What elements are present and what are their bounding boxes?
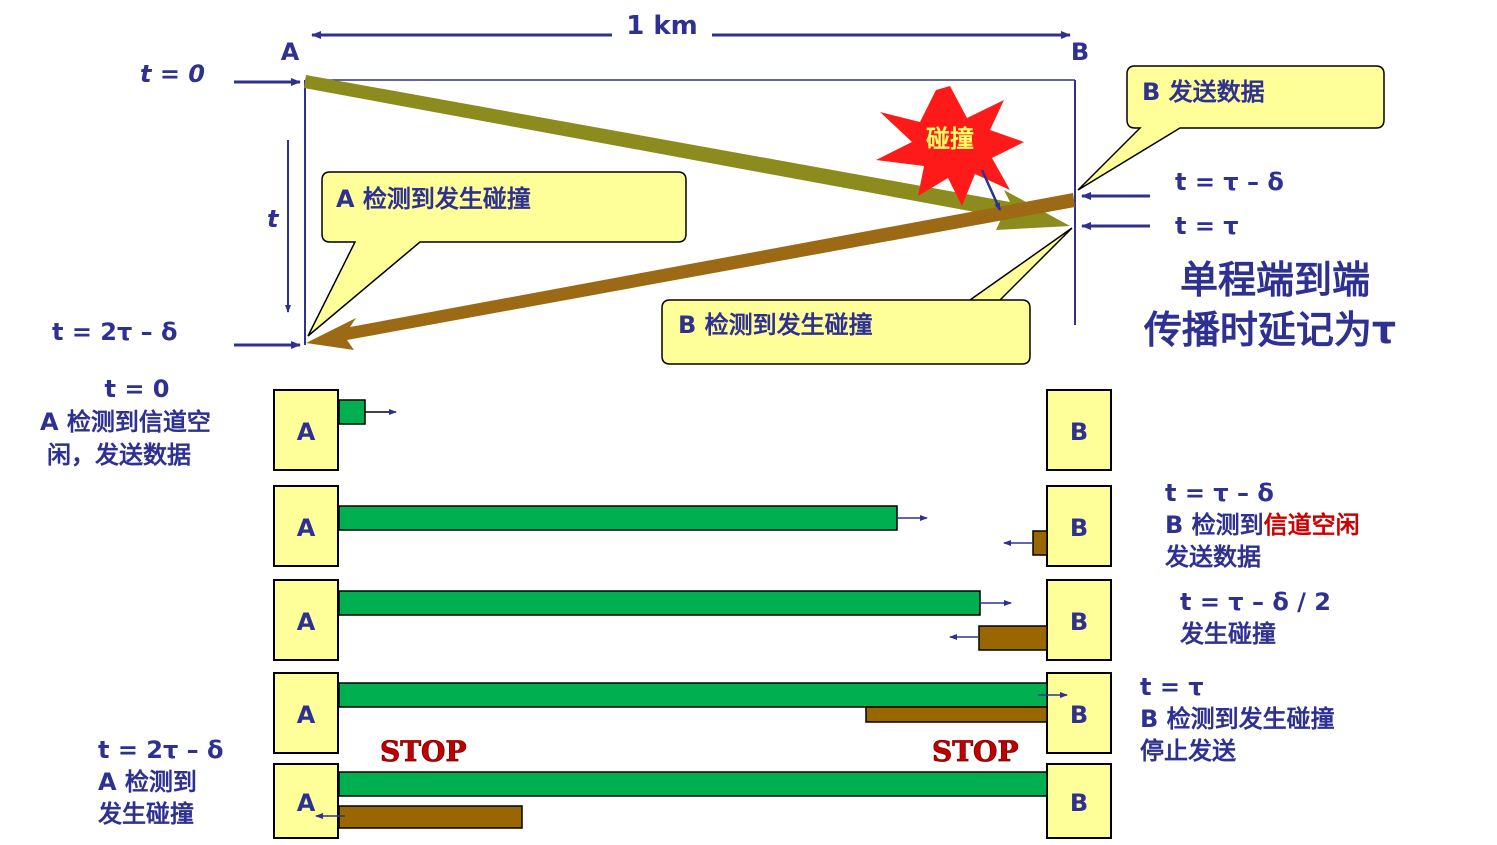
collision-pointer-arrow: [980, 169, 1002, 211]
a-frame: [338, 771, 1048, 797]
b-frame: [865, 706, 1048, 723]
a-frame: [338, 399, 366, 425]
stop-label-right: STOP: [932, 735, 1019, 768]
s4-time: t = τ: [1140, 673, 1204, 701]
station-a-box: [273, 579, 339, 661]
a-frame: [338, 590, 981, 616]
stage-4: A B: [273, 672, 1112, 754]
station-a-label: A: [297, 701, 316, 729]
propagation-note-line2: 传播时延记为τ: [1143, 308, 1396, 352]
station-a-label: A: [297, 789, 316, 817]
s2-line2: 发送数据: [1164, 543, 1261, 571]
s3-line1: 发生碰撞: [1179, 620, 1276, 648]
station-b-box: [1046, 389, 1112, 471]
station-a-box: [273, 389, 339, 471]
annotations: t = 0 A 检测到信道空 闲，发送数据 t = τ – δ B 检测到信道空…: [40, 375, 1360, 828]
callout-b-detects-text: B 检测到发生碰撞: [678, 311, 873, 339]
b-frame: [338, 805, 523, 829]
t-2tau-label: t = 2τ – δ: [52, 318, 178, 346]
station-b-box: [1046, 579, 1112, 661]
stage-1: A B: [273, 389, 1112, 471]
callout-b-sends: [1077, 65, 1385, 191]
a-frame: [338, 505, 898, 531]
stage-5: A B: [273, 763, 1112, 839]
callout-a-detects-text: A 检测到发生碰撞: [336, 185, 531, 213]
station-b-label: B: [1070, 701, 1088, 729]
s1-line2: 闲，发送数据: [47, 441, 191, 469]
station-a-label: A: [297, 514, 316, 542]
station-b-label: B: [1070, 789, 1088, 817]
b-frame: [1032, 530, 1048, 556]
s1-line1: A 检测到信道空: [40, 408, 211, 436]
b-signal-arrow: [306, 193, 1075, 350]
t-tau-label: t = τ: [1175, 212, 1239, 240]
station-a-label: A: [297, 418, 316, 446]
callout-b-sends-text: B 发送数据: [1142, 78, 1265, 106]
station-b-label: B: [1070, 418, 1088, 446]
stop-label-left: STOP: [380, 735, 467, 768]
station-a-box: [273, 485, 339, 567]
a-signal-arrow: [304, 75, 1070, 230]
station-a-box: [273, 672, 339, 754]
callout-a-detects: [307, 171, 687, 337]
s5-time: t = 2τ – δ: [98, 736, 224, 764]
s2-time: t = τ – δ: [1165, 479, 1274, 507]
propagation-note-line1: 单程端到端: [1180, 258, 1370, 302]
s3-time: t = τ – δ / 2: [1180, 588, 1331, 616]
station-b-label: B: [1070, 608, 1088, 636]
a-frame: [338, 682, 1048, 708]
station-b-box: [1046, 763, 1112, 839]
stage-2: A B: [273, 485, 1112, 567]
stage-3: A B: [273, 579, 1112, 661]
station-b-box: [1046, 672, 1112, 754]
station-a-box: [273, 763, 339, 839]
collision-label: 碰撞: [926, 125, 974, 153]
b-frame: [978, 625, 1048, 651]
stages: A B A B A B: [273, 389, 1112, 839]
s4-line2: 停止发送: [1140, 737, 1237, 765]
station-a-label: A: [297, 608, 316, 636]
s2-line1: B 检测到信道空闲: [1165, 511, 1360, 539]
node-b-label: B: [1071, 38, 1089, 66]
s1-time: t = 0: [105, 375, 170, 403]
s2-line1-highlight: 信道空闲: [1264, 511, 1360, 539]
node-a-label: A: [281, 38, 300, 66]
s4-line1: B 检测到发生碰撞: [1140, 705, 1335, 733]
station-b-label: B: [1070, 514, 1088, 542]
s2-line1-prefix: B 检测到: [1165, 511, 1264, 539]
callout-b-detects: [661, 227, 1073, 365]
distance-label: 1 km: [626, 11, 698, 41]
s5-line1: A 检测到: [98, 768, 197, 796]
t-tau-delta-label: t = τ – δ: [1175, 168, 1284, 196]
top-timing-diagram: 1 km A B t = 0 t t = 2τ – δ t = τ – δ t …: [52, 11, 1396, 365]
station-b-box: [1046, 485, 1112, 567]
s5-line2: 发生碰撞: [97, 800, 194, 828]
time-axis-label: t: [267, 205, 280, 233]
collision-burst-icon: [876, 86, 1024, 206]
t-zero-label: t = 0: [140, 60, 205, 88]
